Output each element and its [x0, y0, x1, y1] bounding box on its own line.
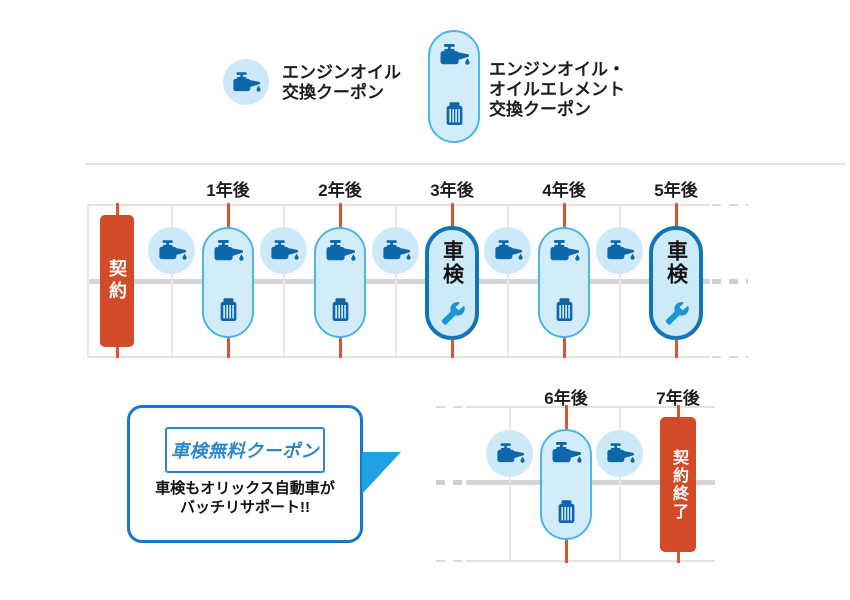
callout-caption: 車検もオリックス自動車が バッチリサポート!!: [155, 480, 335, 516]
row2-gridline-half-year: [509, 406, 511, 562]
row1-grid-left-edge: [87, 204, 89, 358]
shaken-free-coupon-callout: 車検無料クーポン 車検もオリックス自動車が バッチリサポート!!: [127, 405, 363, 543]
contract-end-label: 契約終了: [670, 448, 687, 521]
oil-coupon-badge: [486, 430, 533, 477]
oil-element-coupon-badge: [202, 227, 254, 338]
oil-coupon-badge: [148, 227, 195, 274]
oil-can-icon: [324, 240, 356, 262]
oil-can-icon: [157, 240, 187, 261]
year-label-3: 3年後: [430, 181, 474, 200]
oil-coupon-badge: [484, 227, 531, 274]
row1-middle-line-dashes: [712, 279, 748, 284]
row2-middle-line-dashes: [436, 480, 464, 485]
shaken-inspection-badge-year5: 車検: [649, 226, 703, 340]
shaken-inspection-badge-year3: 車検: [425, 226, 479, 340]
row1-gridline-half-year: [171, 204, 173, 358]
legend-oil-element-coupon-label: エンジンオイル・ オイルエレメント 交換クーポン: [489, 60, 625, 119]
year-label-7: 7年後: [656, 389, 700, 408]
oil-element-coupon-badge: [540, 429, 592, 540]
oil-coupon-badge: [260, 227, 307, 274]
legend-oil-element-coupon-badge: [428, 30, 480, 143]
oil-coupon-badge: [596, 430, 643, 477]
row2-grid-top-line: [466, 406, 715, 408]
oil-can-icon: [493, 240, 523, 261]
wrench-icon: [440, 301, 465, 326]
row1-gridline-half-year: [507, 204, 509, 358]
oil-filter-icon: [444, 102, 465, 127]
row1-gridline-half-year: [619, 204, 621, 358]
row2-top-line-dashes: [436, 406, 464, 408]
contract-start-label: 契約: [107, 259, 127, 303]
row2-bottom-line-dashes: [436, 560, 464, 562]
row1-gridline-half-year: [283, 204, 285, 358]
oil-filter-icon: [554, 298, 575, 323]
contract-start-bar: 契約: [100, 215, 134, 347]
year-label-6: 6年後: [544, 389, 588, 408]
oil-can-icon: [438, 44, 470, 66]
oil-can-icon: [548, 240, 580, 262]
oil-coupon-badge: [596, 227, 643, 274]
oil-can-icon: [212, 240, 244, 262]
row1-grid-middle-line: [87, 279, 710, 284]
oil-filter-icon: [330, 298, 351, 323]
oil-can-icon: [550, 442, 582, 464]
row1-bottom-line-dashes: [712, 356, 748, 358]
oil-element-coupon-badge: [538, 227, 590, 338]
year-label-4: 4年後: [542, 181, 586, 200]
shaken-label: 車検: [440, 240, 464, 286]
shaken-label: 車検: [664, 240, 688, 286]
oil-element-coupon-badge: [314, 227, 366, 338]
contract-end-bar: 契約終了: [660, 417, 696, 552]
year-label-2: 2年後: [318, 181, 362, 200]
row1-grid-top-line: [87, 204, 710, 206]
row1-gridline-half-year: [395, 204, 397, 358]
oil-coupon-badge: [372, 227, 419, 274]
row2-grid-bottom-line: [466, 560, 715, 562]
oil-filter-icon: [218, 298, 239, 323]
row1-top-line-dashes: [712, 204, 748, 206]
row2-gridline-half-year: [619, 406, 621, 562]
oil-can-icon: [605, 240, 635, 261]
oil-filter-icon: [556, 500, 577, 525]
top-separator-line: [85, 163, 845, 165]
oil-can-icon: [231, 72, 261, 93]
shaken-free-coupon-logo-frame: 車検無料クーポン: [165, 427, 325, 473]
row1-grid-bottom-line: [87, 356, 710, 358]
year-label-5: 5年後: [654, 181, 698, 200]
oil-can-icon: [269, 240, 299, 261]
legend-oil-coupon-label: エンジンオイル 交換クーポン: [282, 63, 401, 102]
oil-can-icon: [381, 240, 411, 261]
wrench-icon: [664, 301, 689, 326]
legend-oil-coupon-badge: [223, 59, 269, 105]
callout-pointer-triangle: [362, 452, 401, 494]
oil-can-icon: [605, 443, 635, 464]
year-label-1: 1年後: [206, 181, 250, 200]
oil-can-icon: [495, 443, 525, 464]
shaken-free-coupon-logo: 車検無料クーポン: [171, 441, 319, 461]
